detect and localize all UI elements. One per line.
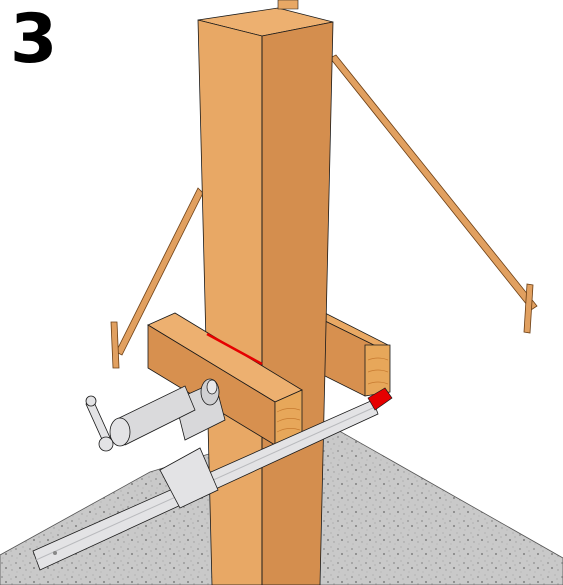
wooden-post (197, 0, 334, 585)
clamp-head (159, 447, 219, 509)
back-ledger-end (364, 344, 391, 397)
bar-clamp (32, 378, 393, 571)
right-brace (329, 54, 538, 334)
back-ledger (322, 311, 391, 397)
red-cut-mark (206, 332, 263, 366)
right-stake (523, 283, 534, 334)
post-right-face (261, 21, 334, 585)
left-stake (110, 321, 120, 369)
clamp-pad (367, 387, 393, 411)
step-number: 3 (10, 0, 58, 79)
